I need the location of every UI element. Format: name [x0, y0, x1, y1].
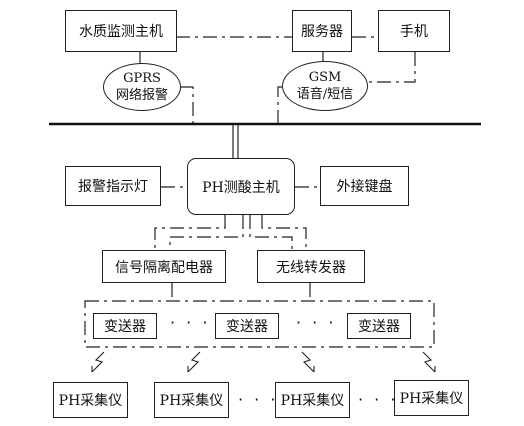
ph-collector-box: PH采集仪: [154, 382, 229, 418]
gprs-oval: GPRS 网络报警: [103, 63, 181, 111]
ellipsis: · · ·: [296, 313, 337, 332]
ph-host-box: PH测酸主机: [187, 158, 295, 215]
gsm-label: GSM: [308, 70, 342, 85]
phone-box: 手机: [378, 10, 450, 52]
ellipsis: · · ·: [358, 390, 399, 409]
wireless-relay-box: 无线转发器: [257, 250, 365, 283]
transmitter-box: 变送器: [215, 313, 279, 339]
ellipsis: · · ·: [170, 313, 211, 332]
gprs-label: GPRS: [123, 71, 161, 86]
voice-sms-label: 语音/短信: [296, 87, 354, 102]
server-box: 服务器: [292, 10, 352, 52]
ph-collector-box: PH采集仪: [53, 382, 128, 418]
ph-collector-box: PH采集仪: [394, 380, 469, 416]
ellipsis: · · ·: [238, 390, 279, 409]
signal-isolator-box: 信号隔离配电器: [102, 250, 226, 283]
ph-collector-box: PH采集仪: [275, 382, 350, 418]
transmitter-box: 变送器: [347, 313, 411, 339]
gsm-oval: GSM 语音/短信: [282, 61, 368, 111]
transmitter-box: 变送器: [93, 313, 157, 339]
water-quality-host-box: 水质监测主机: [65, 10, 177, 52]
network-alarm-label: 网络报警: [115, 88, 168, 103]
alarm-light-box: 报警指示灯: [65, 166, 161, 206]
external-keyboard-box: 外接键盘: [320, 166, 409, 206]
